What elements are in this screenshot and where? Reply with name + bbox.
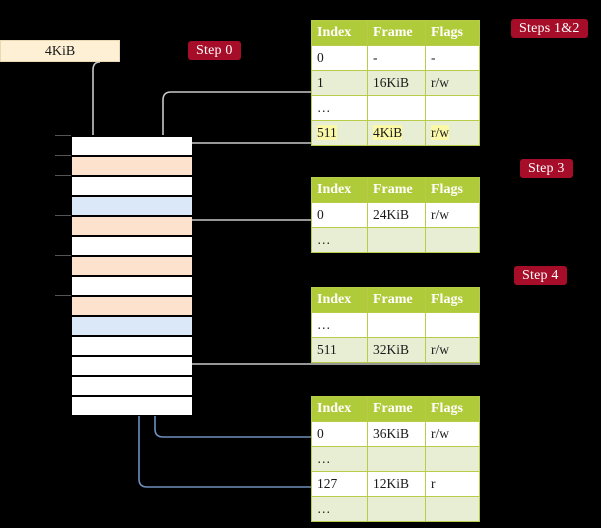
table-cell: 0 bbox=[311, 421, 368, 447]
memory-frame-row bbox=[72, 196, 192, 216]
table-cell bbox=[425, 227, 480, 253]
column-header-index: Index bbox=[311, 396, 368, 422]
memory-frame-row bbox=[72, 236, 192, 256]
column-header-index: Index bbox=[311, 20, 368, 46]
table-cell: 32KiB bbox=[367, 337, 426, 363]
table-cell: r/w bbox=[425, 120, 480, 146]
memory-frame-row bbox=[72, 396, 192, 416]
table-cell bbox=[367, 227, 426, 253]
table-cell: 0 bbox=[311, 202, 368, 228]
memory-tick bbox=[55, 255, 71, 256]
table-row: 0-- bbox=[311, 45, 480, 71]
table-row: … bbox=[311, 312, 480, 338]
table-cell: 0 bbox=[311, 45, 368, 71]
table-cell bbox=[425, 446, 480, 472]
table-cell: … bbox=[311, 95, 368, 121]
table-cell bbox=[425, 496, 480, 522]
column-header-flags: Flags bbox=[425, 287, 480, 313]
table-cell: r/w bbox=[425, 202, 480, 228]
table-cell: … bbox=[311, 227, 368, 253]
memory-tick bbox=[55, 295, 71, 296]
memory-frame-row bbox=[72, 136, 192, 156]
column-header-flags: Flags bbox=[425, 177, 480, 203]
memory-frame-row bbox=[72, 176, 192, 196]
physical-memory-column bbox=[71, 135, 192, 416]
memory-frame-row bbox=[72, 156, 192, 176]
table-cell bbox=[367, 312, 426, 338]
column-header-frame: Frame bbox=[367, 20, 426, 46]
memory-frame-row bbox=[72, 376, 192, 396]
memory-frame-row bbox=[72, 336, 192, 356]
column-header-frame: Frame bbox=[367, 287, 426, 313]
step-label-steps1and2: Steps 1&2 bbox=[511, 19, 588, 38]
table-cell: 12KiB bbox=[367, 471, 426, 497]
source-block-4kib: 4KiB bbox=[0, 40, 120, 62]
table-cell bbox=[367, 496, 426, 522]
table-cell: r/w bbox=[425, 337, 480, 363]
memory-tick bbox=[55, 175, 71, 176]
table-row: … bbox=[311, 446, 480, 472]
table-cell bbox=[367, 95, 426, 121]
table-cell: r/w bbox=[425, 70, 480, 96]
step-label-step4: Step 4 bbox=[514, 266, 567, 285]
table-cell: r bbox=[425, 471, 480, 497]
table-cell: … bbox=[311, 496, 368, 522]
memory-tick bbox=[55, 155, 71, 156]
column-header-frame: Frame bbox=[367, 396, 426, 422]
table-cell bbox=[425, 312, 480, 338]
column-header-flags: Flags bbox=[425, 20, 480, 46]
memory-frame-row bbox=[72, 276, 192, 296]
table-cell: 36KiB bbox=[367, 421, 426, 447]
memory-frame-row bbox=[72, 316, 192, 336]
table-cell: … bbox=[311, 312, 368, 338]
step-label-step0: Step 0 bbox=[188, 41, 241, 60]
table-cell: 511 bbox=[311, 337, 368, 363]
memory-frame-row bbox=[72, 216, 192, 236]
table-cell: - bbox=[425, 45, 480, 71]
table-cell: r/w bbox=[425, 421, 480, 447]
table-row: … bbox=[311, 227, 480, 253]
memory-frame-row bbox=[72, 256, 192, 276]
source-block-label: 4KiB bbox=[44, 44, 76, 59]
table-cell: 127 bbox=[311, 471, 368, 497]
column-header-index: Index bbox=[311, 287, 368, 313]
table-cell bbox=[367, 446, 426, 472]
table-row: … bbox=[311, 95, 480, 121]
table-cell bbox=[425, 95, 480, 121]
memory-frame-row bbox=[72, 296, 192, 316]
column-header-frame: Frame bbox=[367, 177, 426, 203]
memory-tick bbox=[55, 135, 71, 136]
column-header-index: Index bbox=[311, 177, 368, 203]
table-cell: 511 bbox=[311, 120, 368, 146]
table-cell: … bbox=[311, 446, 368, 472]
table-cell: 24KiB bbox=[367, 202, 426, 228]
memory-tick bbox=[55, 215, 71, 216]
memory-frame-row bbox=[72, 356, 192, 376]
step-label-step3: Step 3 bbox=[520, 159, 573, 178]
table-cell: 4KiB bbox=[367, 120, 426, 146]
column-header-flags: Flags bbox=[425, 396, 480, 422]
table-cell: 1 bbox=[311, 70, 368, 96]
table-cell: - bbox=[367, 45, 426, 71]
table-cell: 16KiB bbox=[367, 70, 426, 96]
table-row: … bbox=[311, 496, 480, 522]
